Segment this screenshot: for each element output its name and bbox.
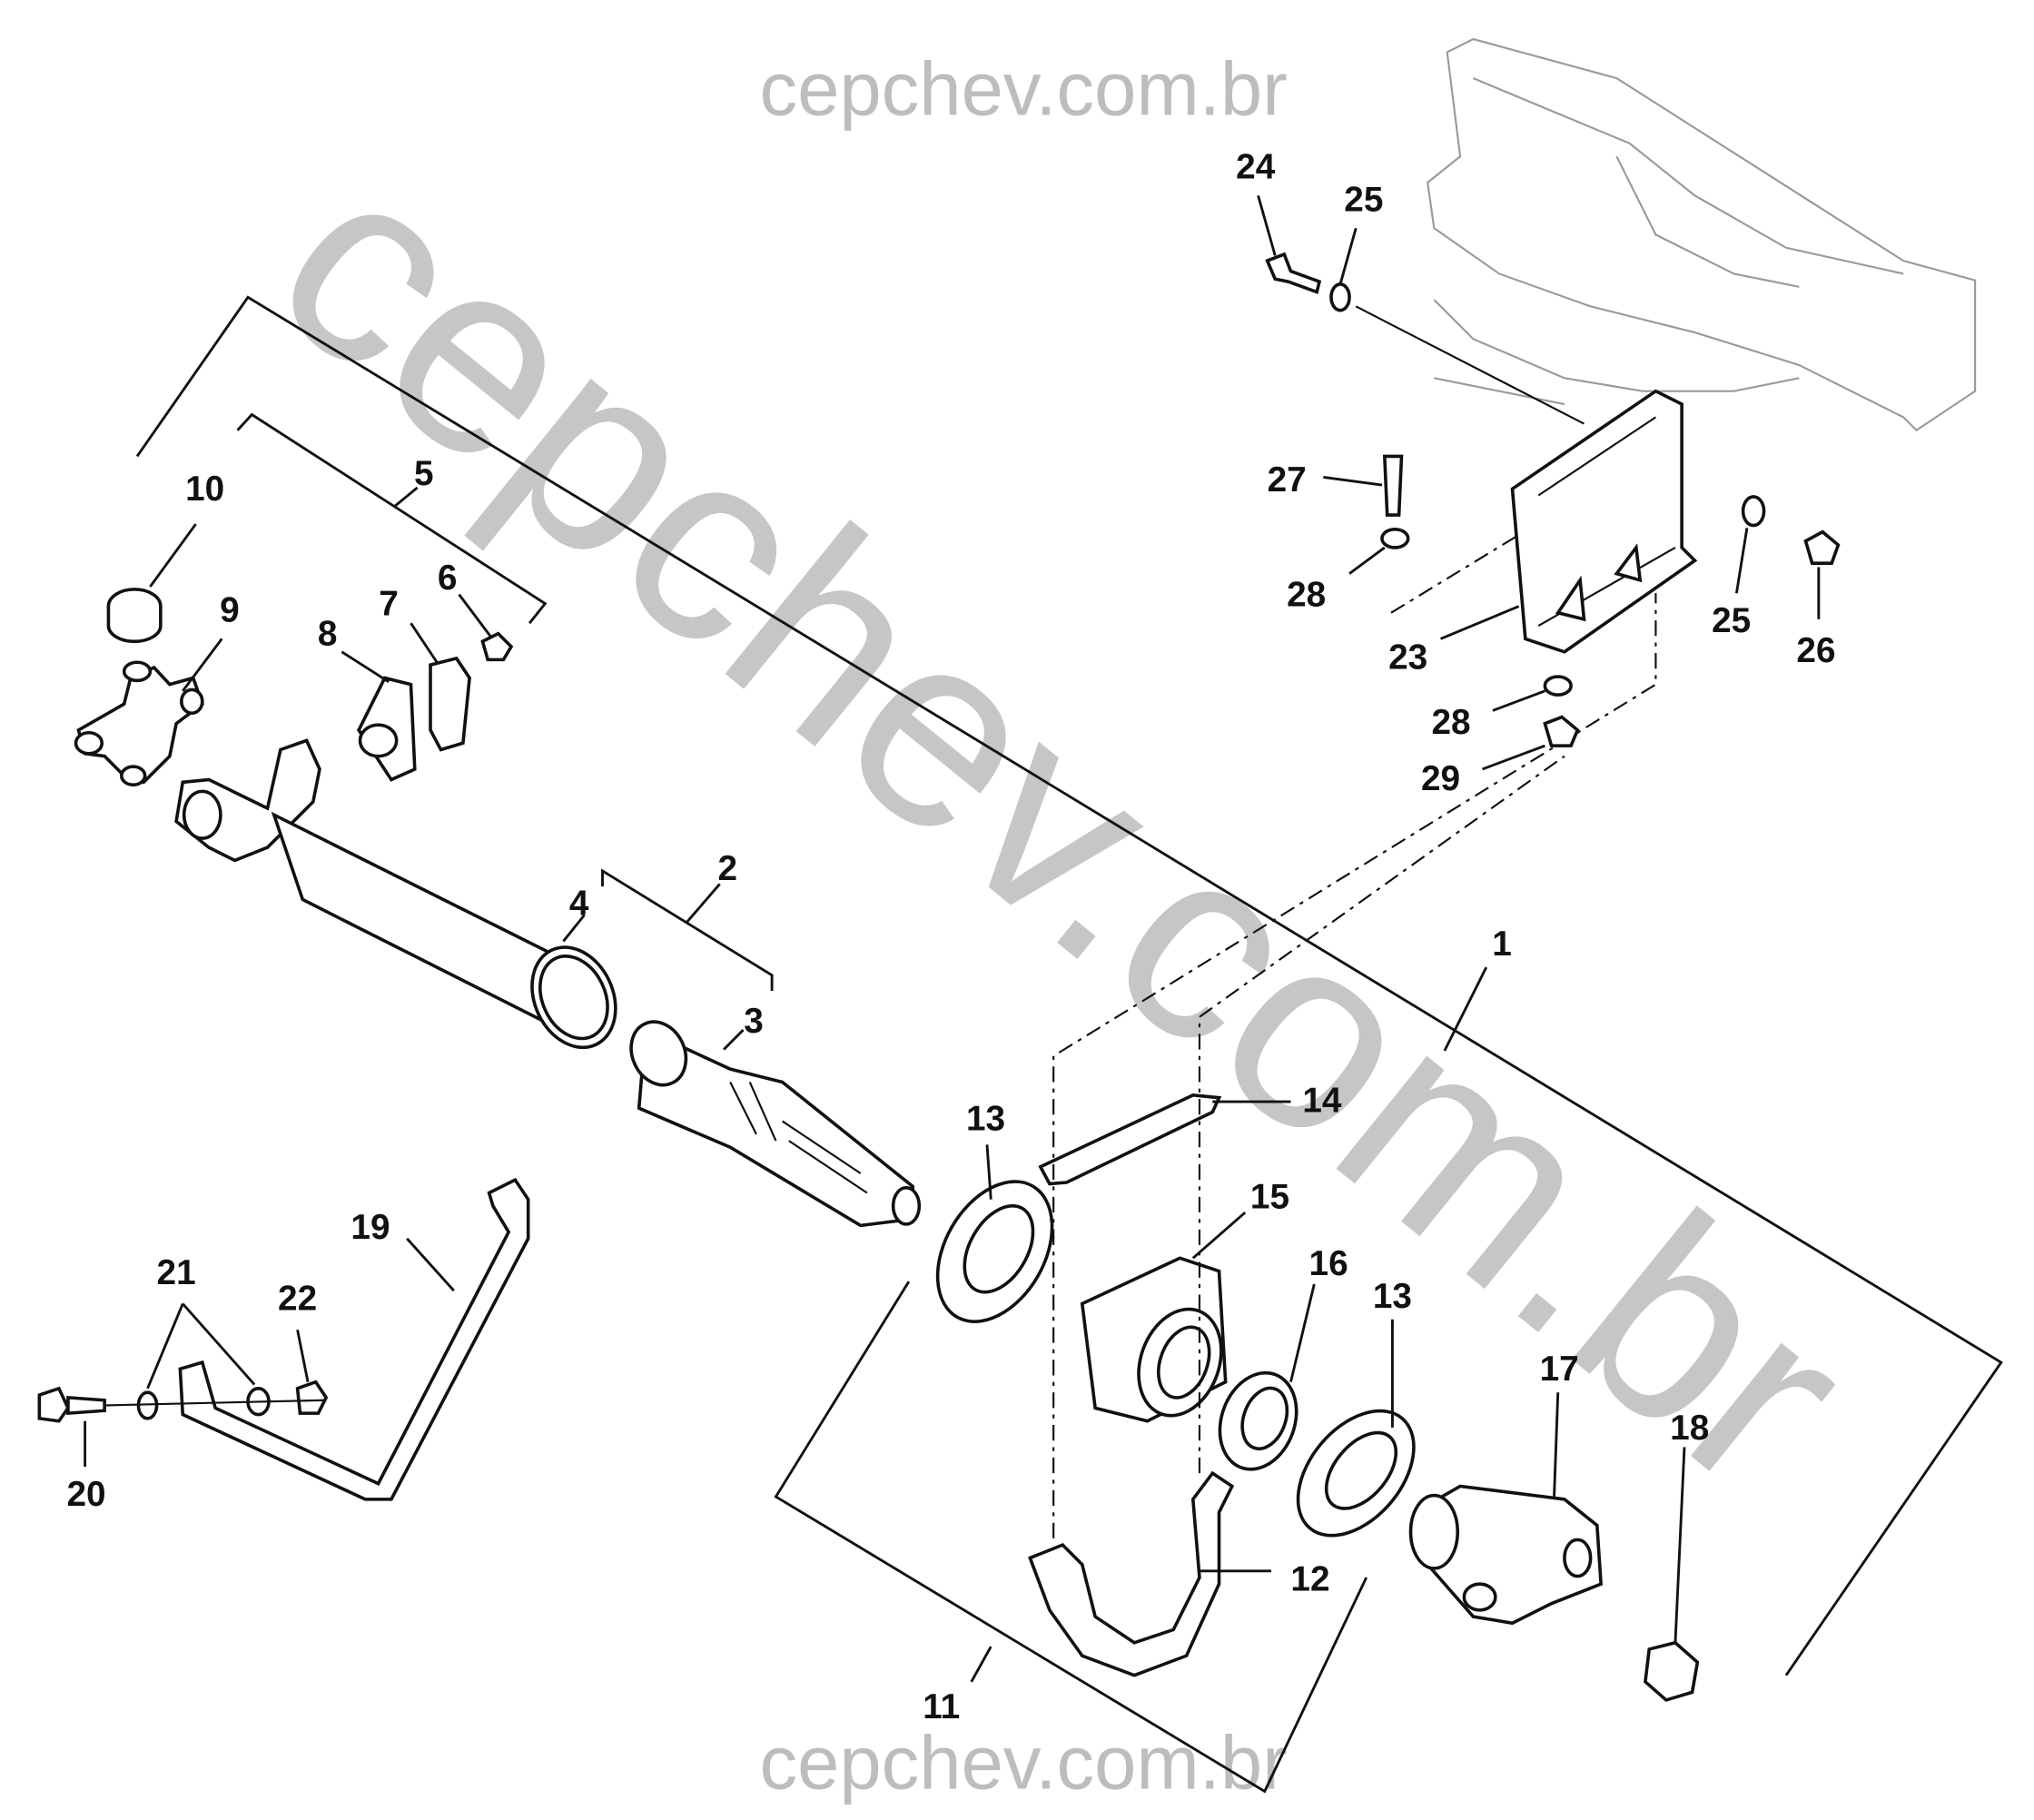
callout-1: 1 xyxy=(1492,925,1512,964)
callout-26: 26 xyxy=(1796,631,1835,670)
part-22-nut xyxy=(295,1329,329,1415)
callout-3: 3 xyxy=(744,1002,764,1041)
callout-16: 16 xyxy=(1309,1244,1348,1283)
callout-28-bottom: 28 xyxy=(1431,703,1470,742)
callout-14: 14 xyxy=(1302,1082,1342,1121)
part-10-cap xyxy=(106,523,197,644)
callout-7: 7 xyxy=(379,585,399,624)
callout-29: 29 xyxy=(1421,759,1460,798)
callout-6: 6 xyxy=(438,559,458,598)
callout-5: 5 xyxy=(414,454,434,493)
callout-2: 2 xyxy=(718,849,738,888)
callout-13-right: 13 xyxy=(1373,1277,1412,1316)
callout-20: 20 xyxy=(66,1475,105,1514)
callout-4: 4 xyxy=(569,885,589,924)
part-26-nut xyxy=(1803,529,1841,619)
part-3-slip-yoke xyxy=(629,1020,922,1228)
watermark-top: cepchev.com.br xyxy=(759,46,1287,131)
callout-27: 27 xyxy=(1268,460,1307,500)
callout-10: 10 xyxy=(185,470,224,509)
part-29-nut xyxy=(1481,715,1580,771)
part-25-washer-right xyxy=(1734,495,1766,594)
watermark-bottom: cepchev.com.br xyxy=(759,1721,1287,1805)
leader-1 xyxy=(1443,966,1488,1052)
part-28-washer-bottom xyxy=(1492,675,1573,712)
mount-axis-line xyxy=(1355,305,1585,425)
leader-2 xyxy=(686,883,721,923)
part-18-nut xyxy=(1644,1447,1700,1702)
callout-25-right: 25 xyxy=(1712,601,1751,640)
part-13-seal xyxy=(935,1144,1054,1323)
part-6-bolt xyxy=(458,593,514,662)
part-8-flange xyxy=(341,650,417,782)
part-16-insulator xyxy=(1218,1283,1316,1471)
callout-12: 12 xyxy=(1290,1559,1329,1598)
callout-13-left: 13 xyxy=(966,1100,1005,1139)
part-7-gasket xyxy=(410,622,471,752)
bracket-shaft-2 xyxy=(601,868,774,992)
part-9-universal-joint xyxy=(74,638,223,786)
part-15-center-bearing xyxy=(1080,1211,1247,1423)
callout-9: 9 xyxy=(220,591,240,630)
part-24-bolt xyxy=(1257,194,1322,294)
callout-18: 18 xyxy=(1670,1409,1709,1448)
part-23-mount-bracket xyxy=(1439,389,1698,654)
bolt-axis-line xyxy=(104,1399,327,1407)
callout-11: 11 xyxy=(923,1687,960,1726)
callout-25-top: 25 xyxy=(1344,181,1383,220)
vehicle-frame xyxy=(1427,37,1977,432)
part-25-washer xyxy=(1329,227,1358,312)
callout-8: 8 xyxy=(318,615,338,654)
part-14-strap xyxy=(1038,1093,1291,1186)
part-20-bolt xyxy=(37,1386,106,1467)
bracket-assembly-1 xyxy=(135,295,2003,1677)
part-13-seal-right xyxy=(1296,1319,1416,1538)
callout-21: 21 xyxy=(157,1253,196,1292)
callout-22: 22 xyxy=(278,1280,317,1319)
bracket-kit-5 xyxy=(236,412,548,625)
callout-17: 17 xyxy=(1540,1350,1579,1389)
callout-23: 23 xyxy=(1388,638,1427,677)
bracket-bearing-11 xyxy=(774,1281,1368,1794)
leader-5 xyxy=(394,486,419,508)
part-17-yoke xyxy=(1408,1392,1603,1626)
part-19-support xyxy=(178,1177,530,1501)
callout-19: 19 xyxy=(351,1208,390,1247)
callout-28-top: 28 xyxy=(1287,576,1326,615)
part-12-bearing-strap xyxy=(1028,1470,1271,1677)
part-27-bolt xyxy=(1323,454,1404,517)
part-4-driveshaft-tube xyxy=(174,738,617,1050)
leader-11 xyxy=(970,1646,992,1683)
alignment-line-a xyxy=(1052,593,1657,1538)
callout-24: 24 xyxy=(1236,148,1276,187)
part-28-washer-top xyxy=(1348,528,1410,575)
alignment-line-b xyxy=(1198,755,1565,1474)
callout-15: 15 xyxy=(1250,1178,1289,1217)
